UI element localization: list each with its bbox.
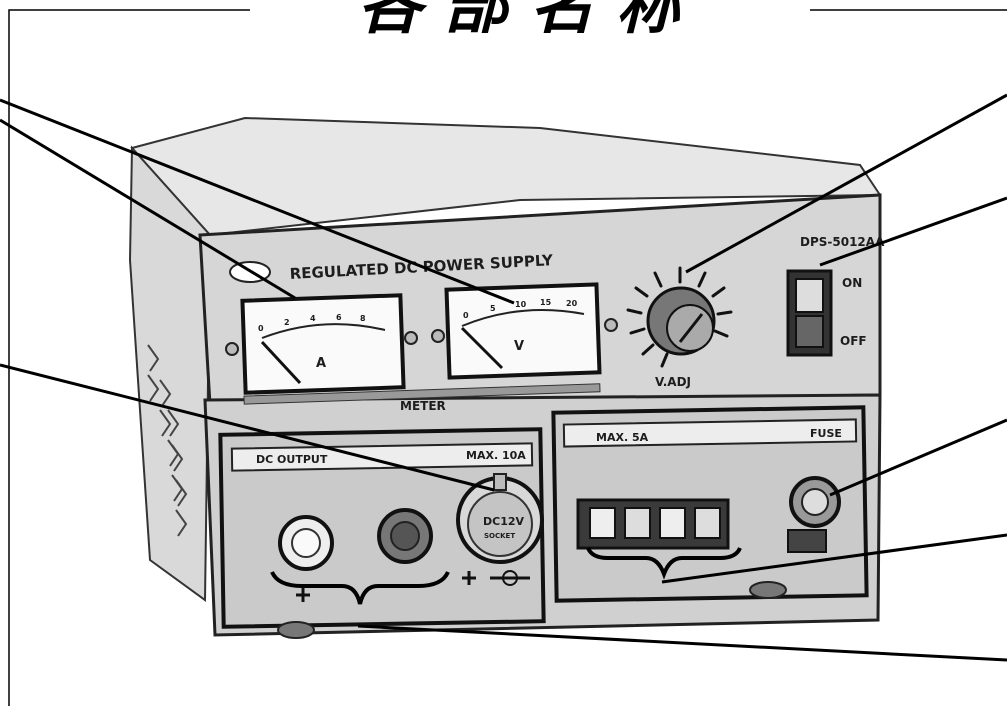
- dc12v-socket[interactable]: DC12V SOCKET: [456, 473, 544, 564]
- leader-voltmeter: [0, 98, 515, 305]
- meter-strip: [243, 383, 601, 405]
- ammeter: A 0 2 4 6 8: [240, 293, 406, 395]
- meter-screw: [431, 329, 445, 343]
- voltmeter-tick-15: 15: [540, 298, 552, 307]
- ammeter-tick-8: 8: [360, 314, 366, 323]
- leader-socket: [0, 363, 495, 492]
- socket-polarity-marks: [462, 571, 530, 585]
- leader-vadj: [685, 93, 1007, 274]
- vadj-label: V.ADJ: [655, 375, 691, 389]
- foot: [277, 621, 315, 639]
- leader-ammeter: [0, 118, 296, 300]
- meter-screw: [604, 318, 618, 332]
- fuse-holder[interactable]: [789, 476, 841, 528]
- output-terminals[interactable]: [278, 508, 433, 571]
- ammeter-tick-6: 6: [336, 313, 342, 322]
- cabinet-left-side: [128, 145, 212, 602]
- diagram-title: 各部名称: [250, 0, 810, 46]
- ammeter-tick-0: 0: [258, 324, 264, 333]
- voltmeter: V 0 5 10 15 20: [444, 282, 602, 380]
- switch-on-label: ON: [842, 276, 862, 290]
- leader-switch: [819, 196, 1007, 267]
- voltmeter-unit: V: [514, 339, 524, 354]
- leader-terminals: [357, 624, 1007, 662]
- dc-output-strip: [230, 442, 534, 472]
- meter-screw: [404, 331, 418, 345]
- meter-screw: [225, 342, 239, 356]
- ammeter-needle: [260, 340, 302, 385]
- voltage-adjust-knob[interactable]: [626, 266, 733, 368]
- voltmeter-tick-0: 0: [463, 311, 469, 320]
- foot: [749, 581, 787, 599]
- terminal-block[interactable]: [576, 498, 730, 550]
- voltmeter-tick-10: 10: [515, 300, 527, 309]
- terminal-strip: [562, 418, 858, 448]
- power-switch[interactable]: [786, 269, 833, 357]
- socket-sublabel: SOCKET: [484, 532, 515, 540]
- leader-lines: [0, 93, 1007, 662]
- terminals-brace: [270, 571, 450, 605]
- voltmeter-tick-20: 20: [566, 299, 578, 308]
- plus-mark: [296, 588, 310, 602]
- fuse-label: FUSE: [810, 427, 842, 440]
- terminal-block-brace: [586, 547, 742, 580]
- meter-label: METER: [400, 399, 446, 413]
- voltmeter-tick-5: 5: [490, 304, 496, 313]
- cabinet-top: [130, 116, 882, 237]
- model-label: DPS-5012AA: [800, 235, 885, 249]
- dc-output-max-label: MAX. 10A: [466, 449, 526, 462]
- leader-terminal-block: [661, 533, 1007, 584]
- ammeter-tick-4: 4: [310, 314, 316, 323]
- side-vents: [147, 344, 188, 537]
- dc-output-label: DC OUTPUT: [256, 453, 328, 466]
- ammeter-unit: A: [316, 356, 326, 371]
- ammeter-tick-2: 2: [284, 318, 290, 327]
- leader-fuse: [829, 418, 1007, 497]
- socket-label: DC12V: [483, 515, 525, 528]
- terminal-max-label: MAX. 5A: [596, 431, 649, 444]
- fuse-spare-holder: [787, 529, 827, 553]
- voltmeter-needle: [460, 326, 504, 370]
- switch-off-label: OFF: [840, 334, 867, 348]
